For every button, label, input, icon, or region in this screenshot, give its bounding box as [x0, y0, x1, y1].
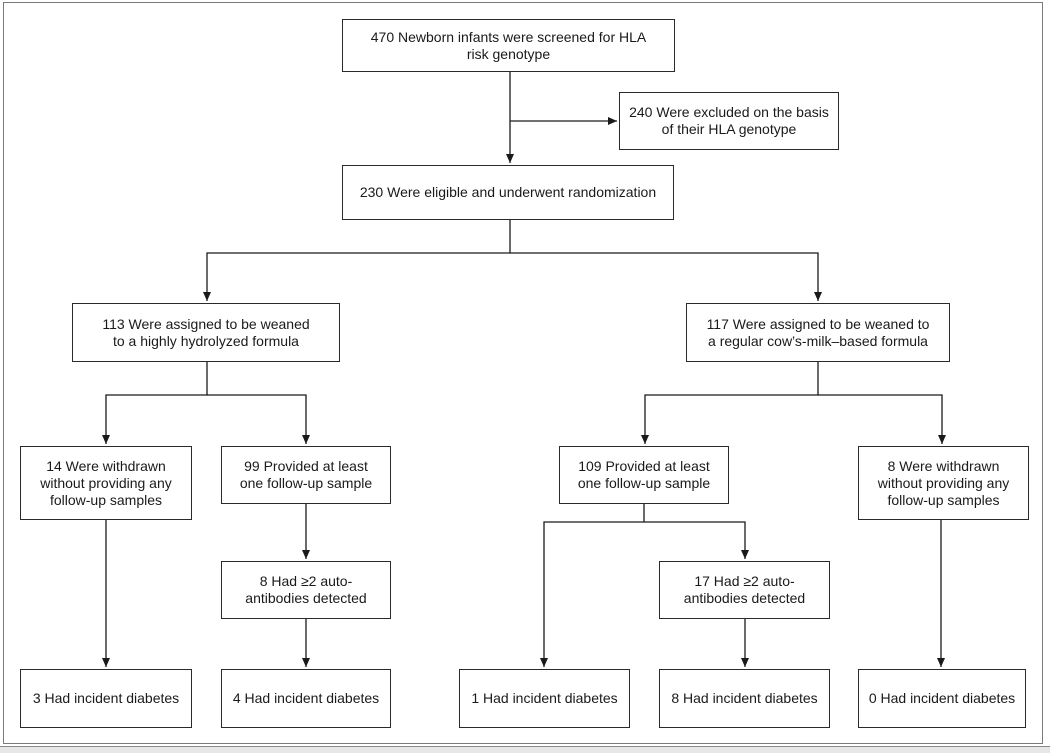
node-withdrawn-right: 8 Were withdrawn without providing any f…: [858, 446, 1029, 520]
node-hydrolyzed: 113 Were assigned to be weaned to a high…: [72, 303, 340, 362]
node-cowsmilk: 117 Were assigned to be weaned to a regu…: [686, 303, 950, 362]
connector-followup-right-split-right: [644, 521, 749, 559]
node-randomized: 230 Were eligible and underwent randomiz…: [342, 165, 674, 220]
figure-frame: [3, 2, 1043, 744]
connector-randomized-split-right: [510, 252, 822, 301]
node-followup-left: 99 Provided at least one follow-up sampl…: [221, 446, 391, 504]
node-followup-right: 109 Provided at least one follow-up samp…: [559, 446, 729, 504]
connector-randomized-split: [203, 220, 511, 301]
node-screened: 470 Newborn infants were screened for HL…: [342, 19, 675, 72]
node-diabetes-1: 3 Had incident diabetes: [20, 669, 192, 728]
connector-cowsmilk-split-right: [818, 394, 946, 444]
node-diabetes-2: 4 Had incident diabetes: [221, 669, 391, 728]
node-excluded: 240 Were excluded on the basis of their …: [619, 92, 839, 150]
bottom-band: [0, 746, 1050, 753]
node-diabetes-5: 0 Had incident diabetes: [858, 669, 1026, 728]
node-antibodies-left: 8 Had ≥2 auto- antibodies detected: [221, 561, 391, 619]
node-diabetes-3: 1 Had incident diabetes: [459, 669, 630, 728]
connector-cowsmilk-split-left: [641, 362, 819, 444]
node-withdrawn-left: 14 Were withdrawn without providing any …: [20, 446, 192, 520]
connector-hydrolyzed-split-left: [102, 362, 208, 444]
node-diabetes-4: 8 Had incident diabetes: [659, 669, 830, 728]
connector-hydrolyzed-split-right: [207, 394, 310, 444]
connector-followup-right-split-left: [540, 504, 645, 667]
node-antibodies-right: 17 Had ≥2 auto- antibodies detected: [659, 561, 830, 619]
